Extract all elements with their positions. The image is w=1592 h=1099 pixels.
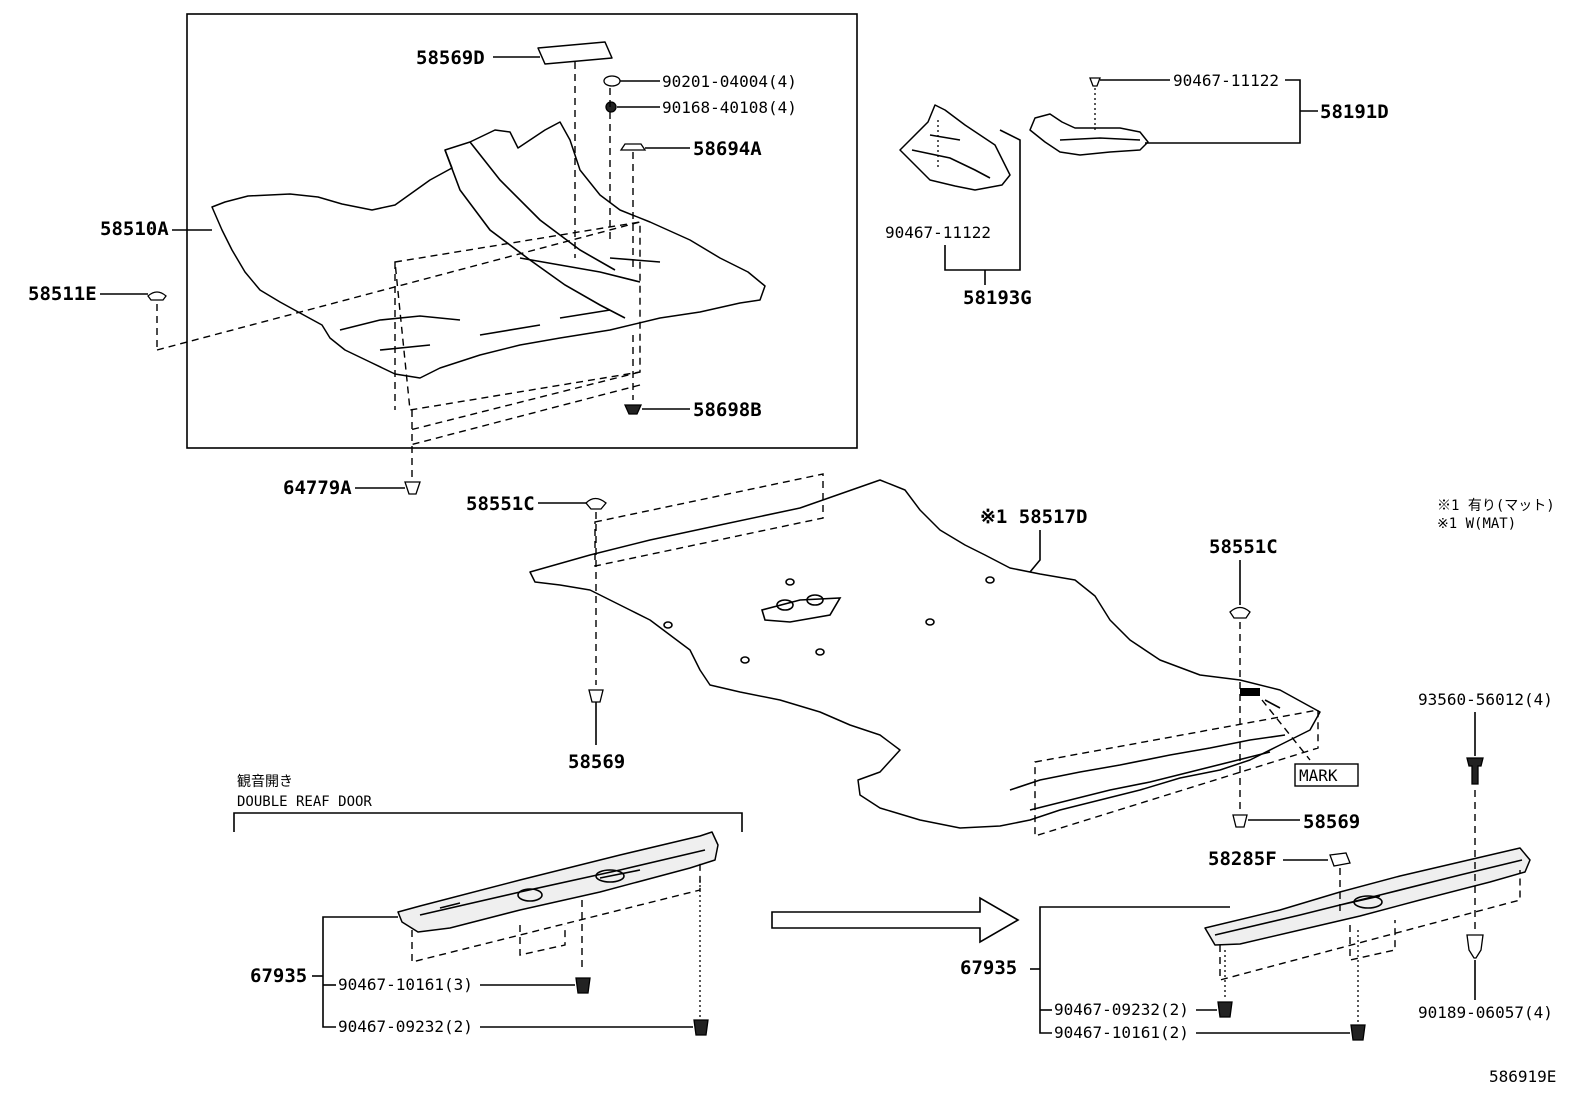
label-58694a: 58694A bbox=[693, 138, 762, 160]
label-58551c-left: 58551C bbox=[466, 493, 535, 515]
clip-90467-10161-right bbox=[1350, 1024, 1366, 1041]
part-58193g-detail bbox=[911, 134, 991, 179]
front-floor-carpet-58510a bbox=[211, 121, 766, 379]
label-90189: 90189-06057(4) bbox=[1418, 1003, 1553, 1022]
scuff-plate-left-detail bbox=[419, 849, 706, 916]
label-67935-right: 67935 bbox=[960, 957, 1017, 979]
bolt-90168 bbox=[605, 101, 617, 113]
rear-floor-mat-58517d bbox=[529, 479, 1321, 829]
label-58285f: 58285F bbox=[1208, 848, 1277, 870]
part-58191d-detail bbox=[1059, 137, 1141, 141]
front-floor-carpet-detail-2 bbox=[519, 257, 661, 283]
label-90467-09232-2-left: 90467-09232(2) bbox=[338, 1017, 473, 1036]
label-58511e: 58511E bbox=[28, 283, 97, 305]
label-58698b: 58698B bbox=[693, 399, 762, 421]
label-58569-right: 58569 bbox=[1303, 811, 1360, 833]
clip-58511e bbox=[147, 291, 167, 301]
clip-58694a bbox=[619, 143, 647, 151]
clip-58551c-left bbox=[585, 497, 607, 510]
label-90467-mid: 90467-11122 bbox=[885, 223, 991, 242]
door-note-jp: 観音開き bbox=[237, 773, 293, 790]
washer-90201 bbox=[603, 75, 621, 87]
label-58569-left: 58569 bbox=[568, 751, 625, 773]
part-58193g bbox=[899, 104, 1011, 191]
label-90467-top: 90467-11122 bbox=[1173, 71, 1279, 90]
scuff-plate-left-67935 bbox=[397, 831, 719, 933]
door-bracket bbox=[233, 812, 743, 832]
front-floor-group-frame bbox=[186, 13, 858, 449]
leader-58517d bbox=[1029, 530, 1041, 573]
clip-64779a bbox=[404, 481, 421, 495]
arrow-right bbox=[771, 896, 1020, 944]
clip-90189 bbox=[1466, 934, 1484, 959]
clip-90467-09232-right bbox=[1217, 1001, 1233, 1018]
part-58191d bbox=[1029, 113, 1149, 156]
label-90467-10161-3: 90467-10161(3) bbox=[338, 975, 473, 994]
dash-scuff-left bbox=[411, 860, 701, 963]
door-note-en: DOUBLE REAF DOOR bbox=[237, 794, 372, 810]
scuff-plate-right-detail bbox=[1214, 859, 1523, 936]
figure-id: 586919E bbox=[1489, 1067, 1556, 1086]
mark-box bbox=[1294, 763, 1359, 787]
dash-projection-box-2 bbox=[394, 262, 641, 446]
bracket-67935-left bbox=[322, 916, 398, 1028]
label-90168: 90168-40108(4) bbox=[662, 98, 797, 117]
pad-58569d bbox=[537, 41, 613, 65]
dash-scuff-right bbox=[1219, 870, 1521, 981]
scuff-left-recess-2 bbox=[517, 888, 543, 902]
clip-58569-left bbox=[588, 689, 604, 703]
clip-90467-09232-left bbox=[693, 1019, 709, 1036]
clip-58285f bbox=[1329, 852, 1351, 867]
rear-floor-mat-details bbox=[663, 576, 1286, 811]
label-90467-09232-2-right: 90467-09232(2) bbox=[1054, 1000, 1189, 1019]
front-floor-carpet-tunnel-2 bbox=[469, 141, 616, 271]
label-58193g: 58193G bbox=[963, 287, 1032, 309]
screw-93560 bbox=[1466, 757, 1484, 785]
scuff-left-recess bbox=[595, 869, 625, 883]
bracket-67935-right bbox=[1039, 906, 1230, 1034]
label-58510a: 58510A bbox=[100, 218, 169, 240]
clip-58551c-right bbox=[1229, 606, 1251, 619]
clip-58698b bbox=[623, 404, 643, 415]
label-58569d: 58569D bbox=[416, 47, 485, 69]
label-64779a: 64779A bbox=[283, 477, 352, 499]
label-mark: MARK bbox=[1299, 766, 1338, 785]
label-58191d: 58191D bbox=[1320, 101, 1389, 123]
clip-58569-right bbox=[1232, 814, 1248, 828]
label-58517d: ※1 58517D bbox=[980, 506, 1087, 528]
clip-90467-top bbox=[1089, 77, 1101, 87]
label-58551c-right: 58551C bbox=[1209, 536, 1278, 558]
label-90201: 90201-04004(4) bbox=[662, 72, 797, 91]
dash-mark bbox=[1261, 699, 1311, 761]
note-jp: ※1 有り(マット) bbox=[1437, 498, 1555, 514]
bracket-58193g bbox=[944, 129, 1021, 271]
dash-mat-rear bbox=[1034, 709, 1319, 837]
note-en: ※1 W(MAT) bbox=[1437, 516, 1516, 532]
dash-mat-front bbox=[594, 473, 824, 567]
label-90467-10161-2: 90467-10161(2) bbox=[1054, 1023, 1189, 1042]
scuff-right-recess bbox=[1353, 895, 1383, 909]
label-93560: 93560-56012(4) bbox=[1418, 690, 1553, 709]
label-67935-left: 67935 bbox=[250, 965, 307, 987]
clip-90467-10161-left bbox=[575, 977, 591, 994]
